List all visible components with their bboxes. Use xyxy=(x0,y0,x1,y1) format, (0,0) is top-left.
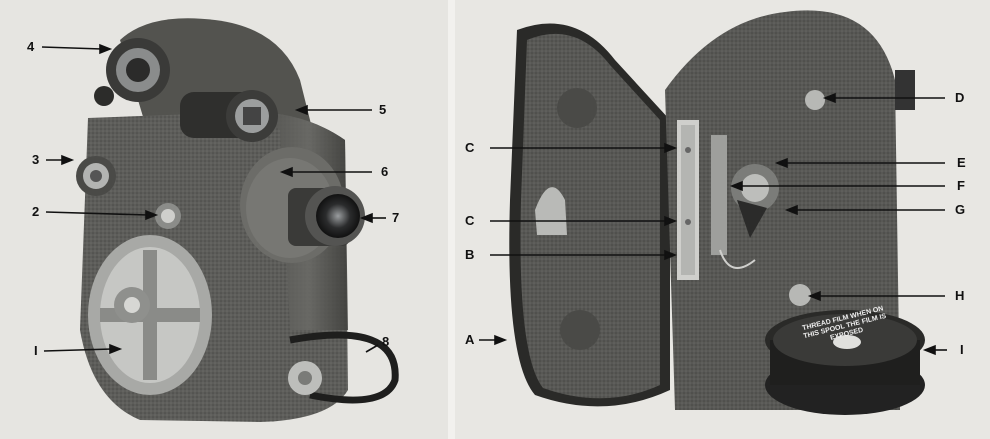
callout-5: 5 xyxy=(379,102,387,117)
loop-guide xyxy=(737,200,767,238)
callout-C-upper: C xyxy=(465,140,475,155)
trigger-cord xyxy=(289,331,399,404)
page-gutter xyxy=(448,0,455,439)
callout-2: 2 xyxy=(32,204,40,219)
interior-view-illustration xyxy=(479,10,947,415)
callout-7: 7 xyxy=(392,210,400,225)
callout-I-right: I xyxy=(960,342,964,357)
spindle-d xyxy=(805,90,825,110)
spindle-h xyxy=(789,284,811,306)
callout-8: 8 xyxy=(382,334,390,349)
interior-view-panel: THREAD FILM WHEN ON THIS SPOOL THE FILM … xyxy=(455,0,990,439)
callout-4: 4 xyxy=(27,39,35,54)
front-view-panel: 4 5 3 6 2 7 8 I xyxy=(0,0,448,439)
callout-C-lower: C xyxy=(465,213,475,228)
lens-glass xyxy=(316,194,360,238)
callout-D: D xyxy=(955,90,965,105)
side-knob xyxy=(895,70,915,110)
callout-E: E xyxy=(957,155,966,170)
front-view-illustration xyxy=(41,18,399,422)
claw-mechanism xyxy=(711,135,727,255)
open-door xyxy=(520,33,660,399)
callout-H: H xyxy=(955,288,965,303)
callout-I: I xyxy=(34,343,38,358)
callout-G: G xyxy=(955,202,966,217)
callout-6: 6 xyxy=(381,164,389,179)
callout-F: F xyxy=(957,178,965,193)
callout-A: A xyxy=(465,332,475,347)
callout-B: B xyxy=(465,247,475,262)
callout-3: 3 xyxy=(32,152,40,167)
pressure-spring xyxy=(535,187,567,235)
